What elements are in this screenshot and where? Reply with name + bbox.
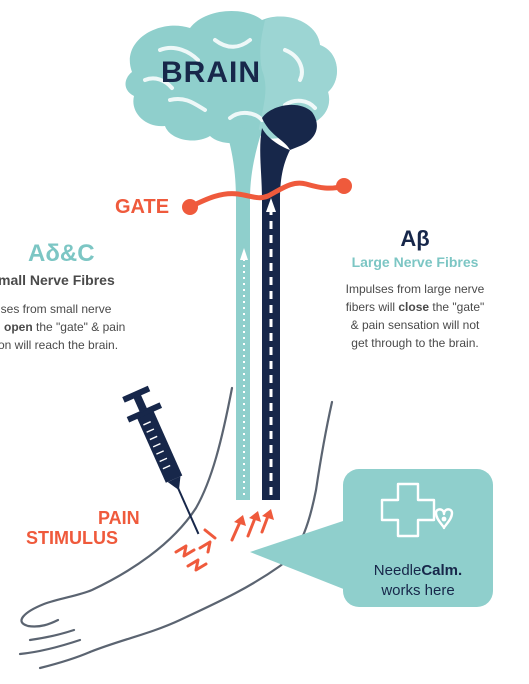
right-fibre-line-1: Impulses from large nerve: [310, 282, 520, 296]
left-fibre-symbol: Aδ&C: [28, 240, 95, 268]
callout-brand-regular: Needle: [374, 562, 422, 579]
right-fibre-line-4: get through to the brain.: [310, 336, 520, 350]
pain-spark-icons: [176, 530, 215, 570]
right-line2-bold: close: [398, 300, 429, 314]
right-fibre-line-2: fibers will close the "gate": [310, 300, 520, 314]
callout-pointer: [250, 520, 346, 590]
left-line2-rest: the "gate" & pain: [36, 320, 125, 334]
callout-works-here: works here: [343, 582, 493, 599]
pain-label-line-1: PAIN: [98, 508, 140, 529]
right-fibre-title: Large Nerve Fibres: [325, 254, 505, 270]
callout-brand-bold: Calm.: [421, 562, 462, 579]
left-fibre-line-2: l open the "gate" & pain: [0, 320, 125, 334]
left-fibre-title: mall Nerve Fibres: [0, 272, 115, 288]
pain-label-line-2: STIMULUS: [26, 528, 118, 549]
callout-brand: NeedleCalm.: [343, 562, 493, 579]
gate-label: GATE: [115, 196, 169, 219]
right-line2-prefix: fibers will: [346, 300, 395, 314]
left-line2-prefix: l: [0, 320, 1, 334]
spinal-cord: [225, 126, 290, 500]
left-fibre-line-3: on will reach the brain.: [0, 338, 118, 352]
brain-label: BRAIN: [161, 56, 261, 90]
right-fibre-symbol: Aβ: [335, 226, 495, 252]
left-line2-bold: open: [4, 320, 33, 334]
right-fibre-line-3: & pain sensation will not: [310, 318, 520, 332]
impulse-arrows: [232, 509, 274, 540]
right-line2-suffix: the "gate": [432, 300, 484, 314]
left-fibre-line-1: lses from small nerve: [0, 302, 111, 316]
